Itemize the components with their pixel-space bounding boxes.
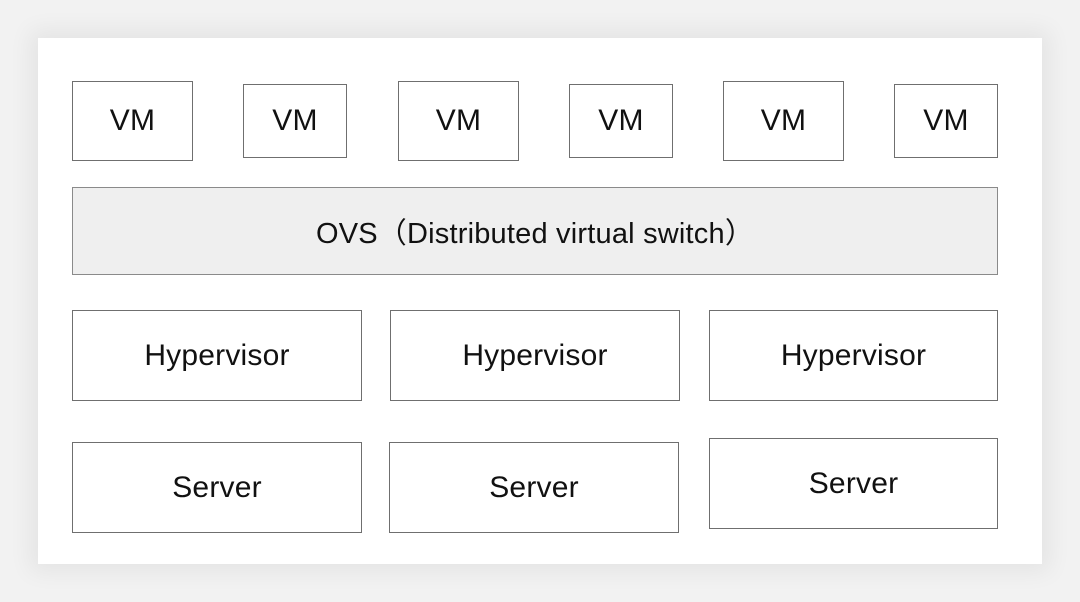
vm-box: VM xyxy=(894,84,998,158)
vm-box: VM xyxy=(243,84,347,158)
server-label: Server xyxy=(808,466,899,500)
vm-label: VM xyxy=(109,104,156,137)
vm-label: VM xyxy=(272,104,318,137)
server-box: Server xyxy=(709,438,998,529)
vm-box: VM xyxy=(72,81,193,161)
server-box: Server xyxy=(389,442,679,533)
vm-label: VM xyxy=(598,104,644,137)
vm-box: VM xyxy=(569,84,673,158)
hypervisor-label: Hypervisor xyxy=(780,338,927,372)
vm-label: VM xyxy=(435,104,482,137)
hypervisor-box: Hypervisor xyxy=(72,310,362,401)
hypervisor-box: Hypervisor xyxy=(709,310,998,401)
server-label: Server xyxy=(172,470,262,504)
server-box: Server xyxy=(72,442,362,533)
hypervisor-box: Hypervisor xyxy=(390,310,680,401)
vm-box: VM xyxy=(398,81,519,161)
vm-box: VM xyxy=(723,81,844,161)
ovs-label: OVS（Distributed virtual switch） xyxy=(315,218,755,250)
hypervisor-label: Hypervisor xyxy=(462,338,608,372)
vm-label: VM xyxy=(923,104,969,137)
diagram-card: VM VM VM VM VM VM OVS（Distributed virtua… xyxy=(38,38,1042,564)
hypervisor-label: Hypervisor xyxy=(144,338,290,372)
server-label: Server xyxy=(489,470,579,504)
ovs-switch-bar: OVS（Distributed virtual switch） xyxy=(72,187,998,275)
vm-label: VM xyxy=(760,104,807,137)
